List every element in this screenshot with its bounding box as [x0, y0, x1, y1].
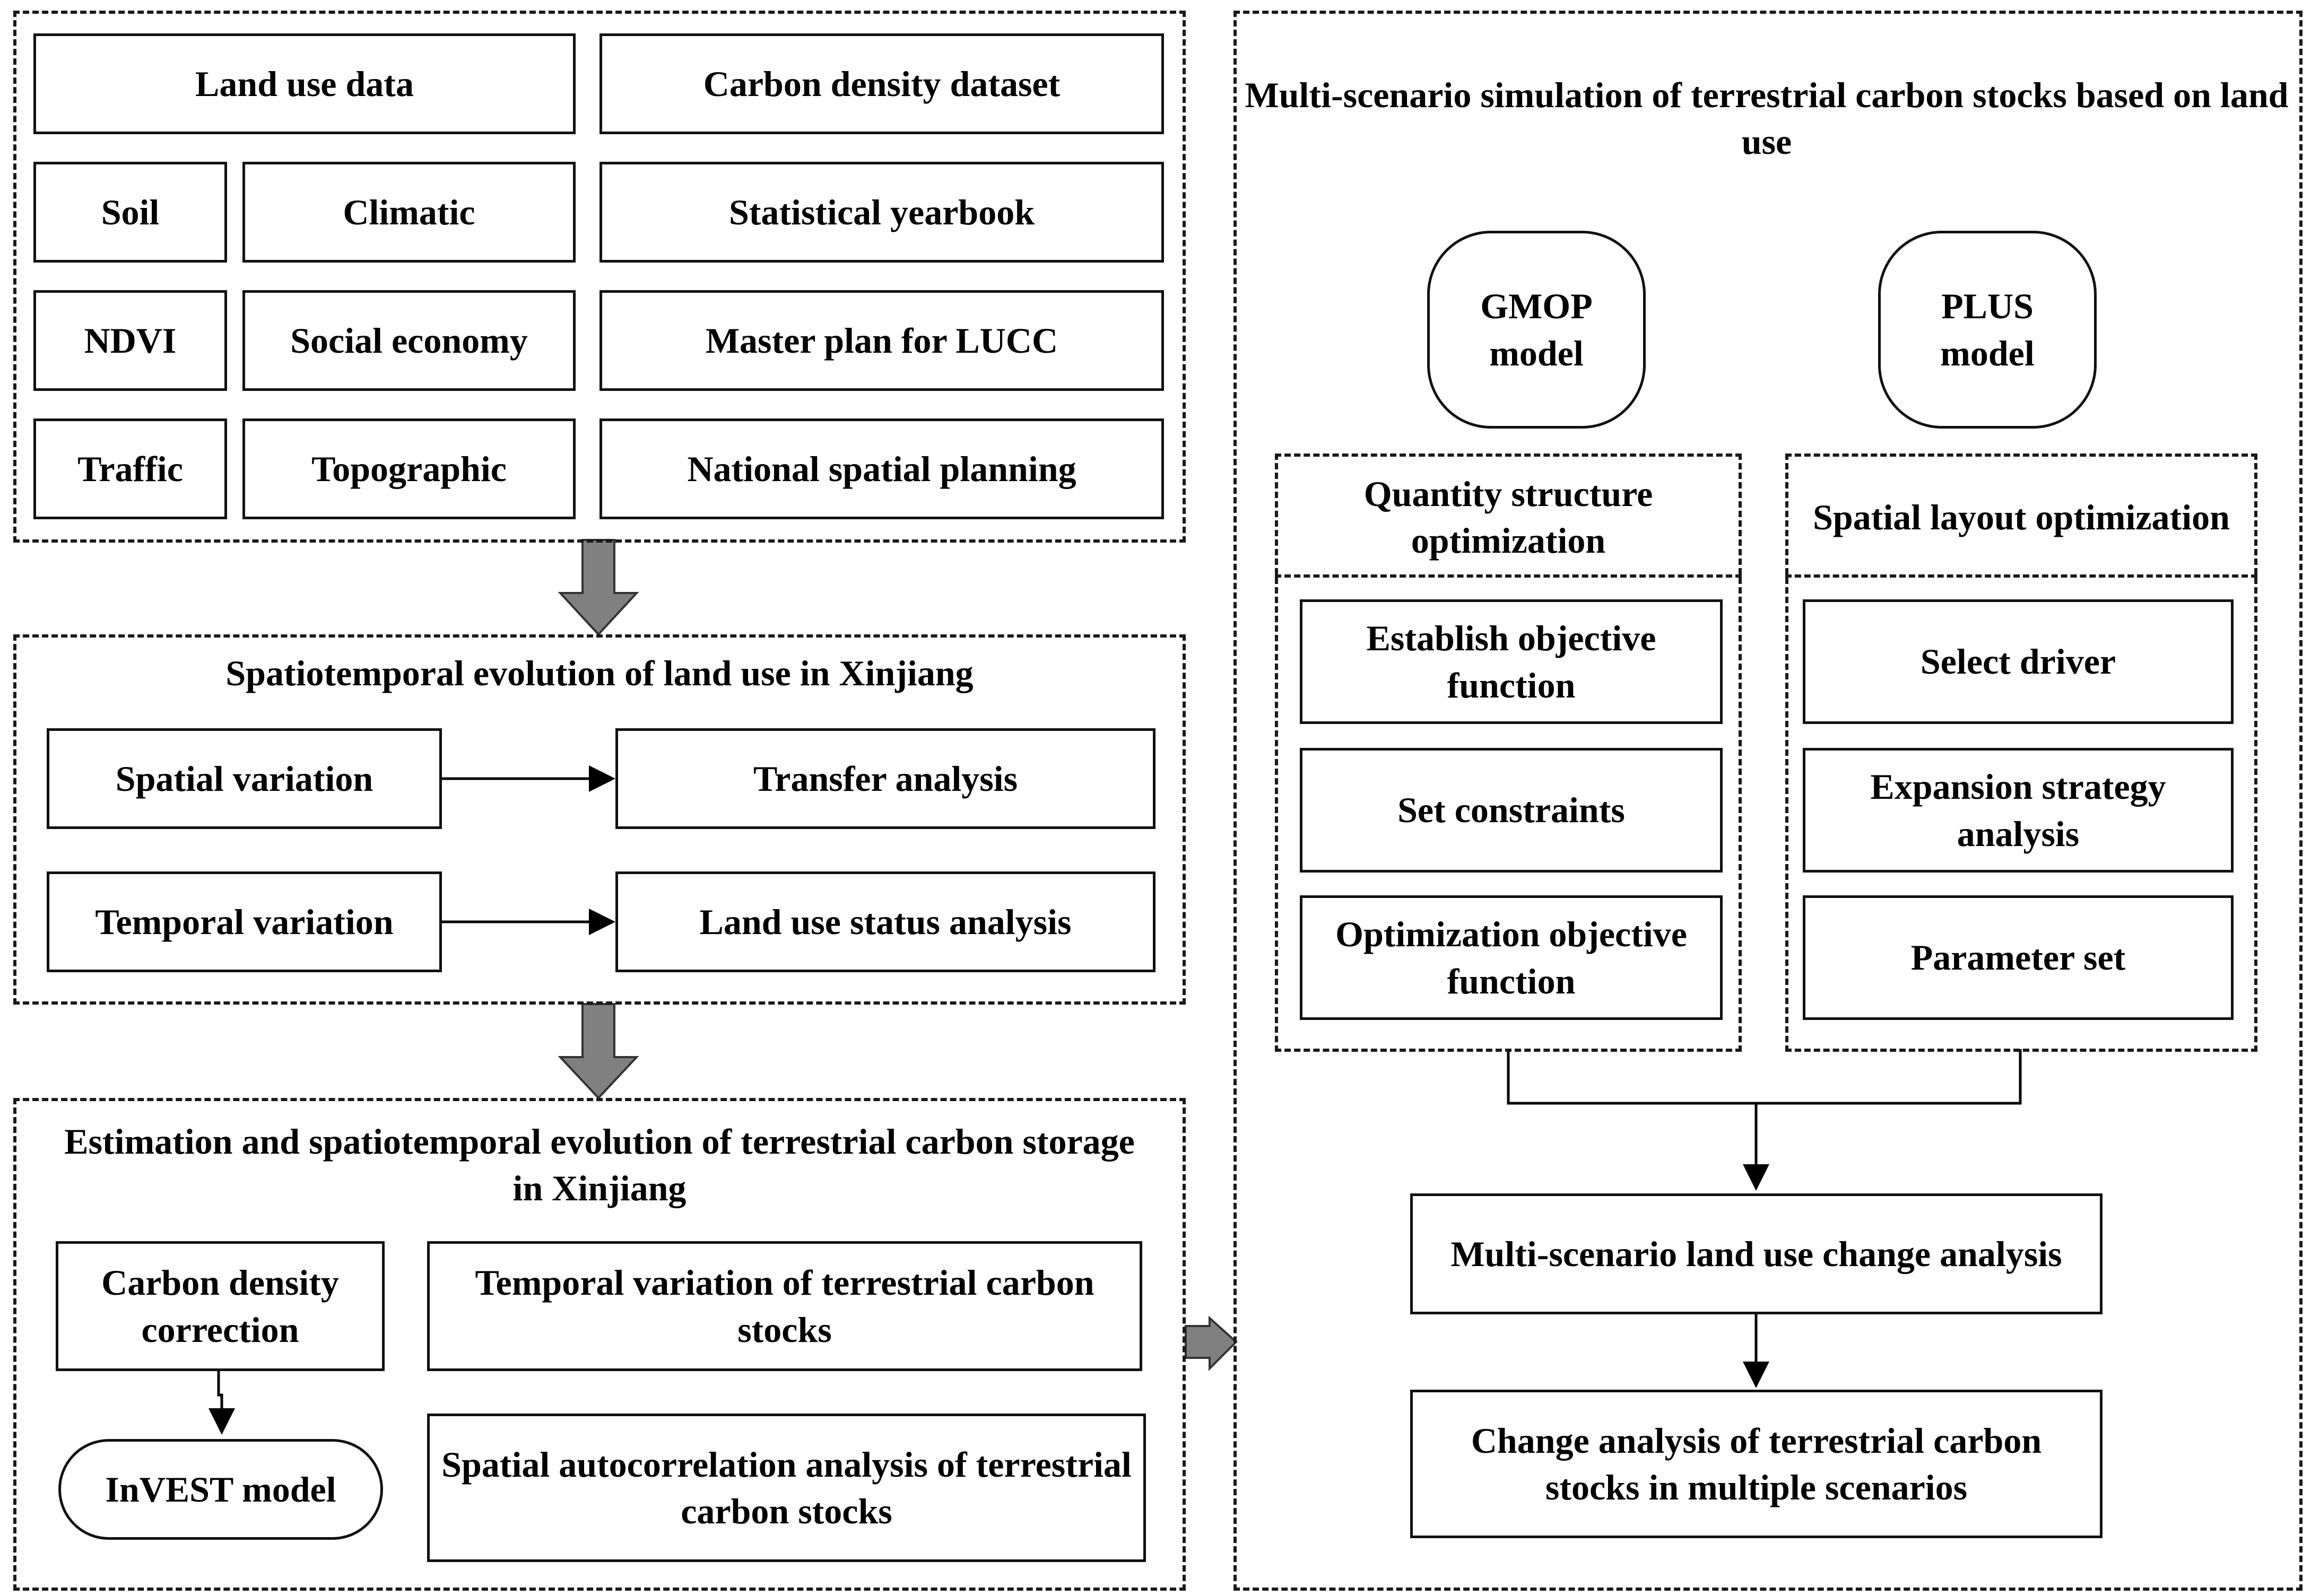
- quantity-optimization-panel: [1275, 453, 1742, 1052]
- carbon-storage-panel: [13, 1098, 1186, 1591]
- block-arrow-right: [1185, 1315, 1238, 1371]
- temporal-variation-label: Temporal variation: [95, 901, 394, 942]
- gmop-model-box: GMOP model: [1427, 231, 1646, 429]
- optimization-objective-label: Optimization objective function: [1335, 914, 1687, 1001]
- statistical-yearbook-label: Statistical yearbook: [728, 191, 1035, 232]
- climatic-box: Climatic: [242, 162, 576, 263]
- temporal-stocks-box: Temporal variation of terrestrial carbon…: [427, 1241, 1142, 1371]
- carbon-density-dataset-label: Carbon density dataset: [703, 63, 1061, 104]
- master-plan-box: Master plan for LUCC: [600, 290, 1164, 391]
- arrow-density-to-invest: [208, 1371, 235, 1435]
- spatial-autocorrelation-label: Spatial autocorrelation analysis of terr…: [441, 1444, 1132, 1531]
- block-arrow-down-2: [558, 1003, 639, 1100]
- national-spatial-planning-box: National spatial planning: [600, 418, 1164, 519]
- expansion-strategy-box: Expansion strategy analysis: [1803, 748, 2234, 873]
- select-driver-box: Select driver: [1803, 599, 2234, 724]
- quantity-optimization-divider: [1275, 574, 1742, 578]
- land-use-change-box: Multi-scenario land use change analysis: [1410, 1193, 2103, 1314]
- carbon-density-dataset-box: Carbon density dataset: [600, 33, 1164, 134]
- soil-label: Soil: [101, 191, 160, 232]
- set-constraints-box: Set constraints: [1300, 748, 1723, 873]
- carbon-title: Estimation and spatiotemporal evolution …: [64, 1121, 1135, 1209]
- merge-connector: [1507, 1049, 2022, 1105]
- transfer-analysis-box: Transfer analysis: [615, 728, 1156, 829]
- parameter-set-label: Parameter set: [1910, 937, 2126, 978]
- simulation-panel: [1233, 11, 2303, 1591]
- land-use-evolution-panel: [13, 634, 1186, 1005]
- land-use-data-label: Land use data: [195, 63, 414, 104]
- land-use-data-box: Land use data: [33, 33, 576, 134]
- carbon-density-correction-box: Carbon density correction: [56, 1241, 385, 1371]
- topographic-label: Topographic: [311, 448, 507, 489]
- social-economy-label: Social economy: [290, 320, 528, 361]
- carbon-density-correction-label: Carbon density correction: [101, 1262, 339, 1350]
- climatic-label: Climatic: [343, 191, 475, 232]
- carbon-change-box: Change analysis of terrestrial carbon st…: [1410, 1390, 2103, 1538]
- establish-objective-label: Establish objective function: [1366, 618, 1656, 705]
- traffic-label: Traffic: [77, 448, 183, 489]
- status-analysis-box: Land use status analysis: [615, 871, 1156, 972]
- block-arrow-down-1: [558, 539, 639, 636]
- set-constraints-label: Set constraints: [1397, 790, 1625, 831]
- invest-model-label: InVEST model: [105, 1469, 336, 1510]
- establish-objective-box: Establish objective function: [1300, 599, 1723, 724]
- plus-model-box: PLUS model: [1878, 231, 2097, 429]
- optimization-objective-box: Optimization objective function: [1300, 895, 1723, 1020]
- status-analysis-label: Land use status analysis: [699, 901, 1072, 942]
- expansion-strategy-label: Expansion strategy analysis: [1870, 766, 2166, 854]
- spatial-autocorrelation-box: Spatial autocorrelation analysis of terr…: [427, 1414, 1146, 1562]
- topographic-box: Topographic: [242, 418, 576, 519]
- soil-box: Soil: [33, 162, 227, 263]
- temporal-stocks-label: Temporal variation of terrestrial carbon…: [475, 1262, 1094, 1350]
- social-economy-box: Social economy: [242, 290, 576, 391]
- land-use-change-label: Multi-scenario land use change analysis: [1450, 1233, 2062, 1274]
- master-plan-label: Master plan for LUCC: [705, 320, 1058, 361]
- plus-model-label: PLUS model: [1940, 286, 2035, 373]
- transfer-analysis-label: Transfer analysis: [753, 758, 1018, 799]
- temporal-variation-box: Temporal variation: [47, 871, 442, 972]
- ndvi-label: NDVI: [84, 320, 177, 361]
- invest-model-box: InVEST model: [58, 1439, 383, 1540]
- traffic-box: Traffic: [33, 418, 227, 519]
- spatial-optimization-panel: [1785, 453, 2257, 1052]
- spatial-variation-label: Spatial variation: [115, 758, 373, 799]
- ndvi-box: NDVI: [33, 290, 227, 391]
- input-data-panel: [13, 11, 1186, 543]
- gmop-model-label: GMOP model: [1480, 286, 1593, 373]
- select-driver-label: Select driver: [1920, 641, 2116, 682]
- statistical-yearbook-box: Statistical yearbook: [600, 162, 1164, 263]
- quantity-optimization-heading: Quantity structure optimization: [1363, 473, 1653, 561]
- spatial-optimization-divider: [1785, 574, 2257, 578]
- carbon-change-label: Change analysis of terrestrial carbon st…: [1471, 1420, 2042, 1507]
- national-spatial-planning-label: National spatial planning: [687, 448, 1076, 489]
- evolution-title: Spatiotemporal evolution of land use in …: [225, 653, 974, 693]
- simulation-title: Multi-scenario simulation of terrestrial…: [1245, 75, 2289, 162]
- parameter-set-box: Parameter set: [1803, 895, 2234, 1020]
- spatial-optimization-heading: Spatial layout optimization: [1813, 496, 2230, 537]
- spatial-variation-box: Spatial variation: [47, 728, 442, 829]
